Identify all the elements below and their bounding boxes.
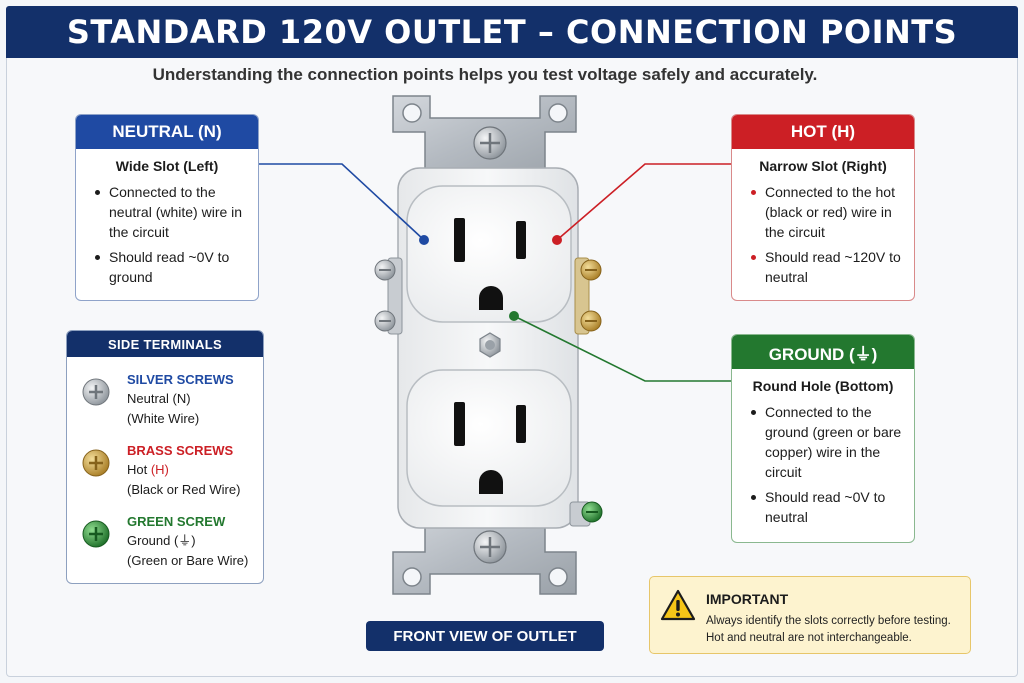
ground-slot-label: Round Hole (Bottom) <box>752 378 894 394</box>
hot-connector-line <box>556 163 731 241</box>
neutral-card: NEUTRAL (N) Wide Slot (Left) Connected t… <box>75 114 259 301</box>
hot-card: HOT (H) Narrow Slot (Right) Connected to… <box>731 114 915 301</box>
brass-screws-label: BRASS SCREWS <box>127 443 234 458</box>
silver-screws-line1: Neutral (N) <box>127 391 191 406</box>
list-item: Should read ~0V to ground <box>94 247 248 287</box>
warning-icon <box>660 589 696 621</box>
neutral-connector-line <box>259 163 425 241</box>
ground-connector-dot <box>509 311 519 321</box>
ground-bullets: Connected to the ground (green or bare c… <box>750 402 914 527</box>
lower-receptacle <box>406 369 572 507</box>
list-item: Connected to the ground (green or bare c… <box>750 402 904 482</box>
center-screw <box>479 332 501 358</box>
neutral-header: NEUTRAL (N) <box>76 115 258 149</box>
green-ground-screw <box>569 501 603 527</box>
title-bar: STANDARD 120V OUTLET – CONNECTION POINTS <box>6 6 1018 58</box>
upper-ground-hole <box>479 286 503 310</box>
page-title: STANDARD 120V OUTLET – CONNECTION POINTS <box>66 13 958 51</box>
important-note: IMPORTANT Always identify the slots corr… <box>649 576 971 654</box>
front-view-label: FRONT VIEW OF OUTLET <box>366 621 604 651</box>
brass-screws-line1: Hot (H) <box>127 462 169 477</box>
important-title: IMPORTANT <box>706 591 789 607</box>
ground-card: GROUND (⏚) Round Hole (Bottom) Connected… <box>731 334 915 543</box>
hot-connector-dot <box>552 235 562 245</box>
left-silver-terminal-screws <box>374 257 403 335</box>
list-item: Connected to the hot (black or red) wire… <box>750 182 904 242</box>
silver-screw-icon <box>82 378 110 406</box>
upper-neutral-slot <box>454 218 465 262</box>
green-screw-line2: (Green or Bare Wire) <box>127 553 249 568</box>
right-brass-terminal-screws <box>574 257 602 335</box>
green-screw-label: GREEN SCREW <box>127 514 226 529</box>
top-mounting-screw <box>473 126 507 160</box>
hot-bullets: Connected to the hot (black or red) wire… <box>750 182 914 287</box>
bottom-mounting-screw <box>473 530 507 564</box>
important-text: Always identify the slots correctly befo… <box>706 615 951 644</box>
ground-connector-line <box>513 315 731 382</box>
hot-slot-label: Narrow Slot (Right) <box>759 158 887 174</box>
upper-receptacle <box>406 185 572 323</box>
green-screw-icon <box>82 520 110 548</box>
silver-screws-line2: (White Wire) <box>127 411 200 426</box>
upper-hot-slot <box>516 221 526 259</box>
page-subtitle: Understanding the connection points help… <box>152 65 818 84</box>
side-terminals-header: SIDE TERMINALS <box>67 331 263 357</box>
brass-screws-line2: (Black or Red Wire) <box>127 482 241 497</box>
side-terminals-card: SIDE TERMINALS SILVER SCREWS Neutral (N)… <box>66 330 264 584</box>
neutral-connector-dot <box>419 235 429 245</box>
brass-screw-icon <box>82 449 110 477</box>
hot-header: HOT (H) <box>732 115 914 149</box>
neutral-slot-label: Wide Slot (Left) <box>115 158 219 174</box>
ground-header: GROUND (⏚) <box>732 335 914 369</box>
list-item: Should read ~120V to neutral <box>750 247 904 287</box>
list-item: Connected to the neutral (white) wire in… <box>94 182 248 242</box>
silver-screws-label: SILVER SCREWS <box>127 372 234 387</box>
neutral-bullets: Connected to the neutral (white) wire in… <box>94 182 258 287</box>
list-item: Should read ~0V to neutral <box>750 487 904 527</box>
green-screw-line1: Ground (⏚) <box>127 533 196 548</box>
